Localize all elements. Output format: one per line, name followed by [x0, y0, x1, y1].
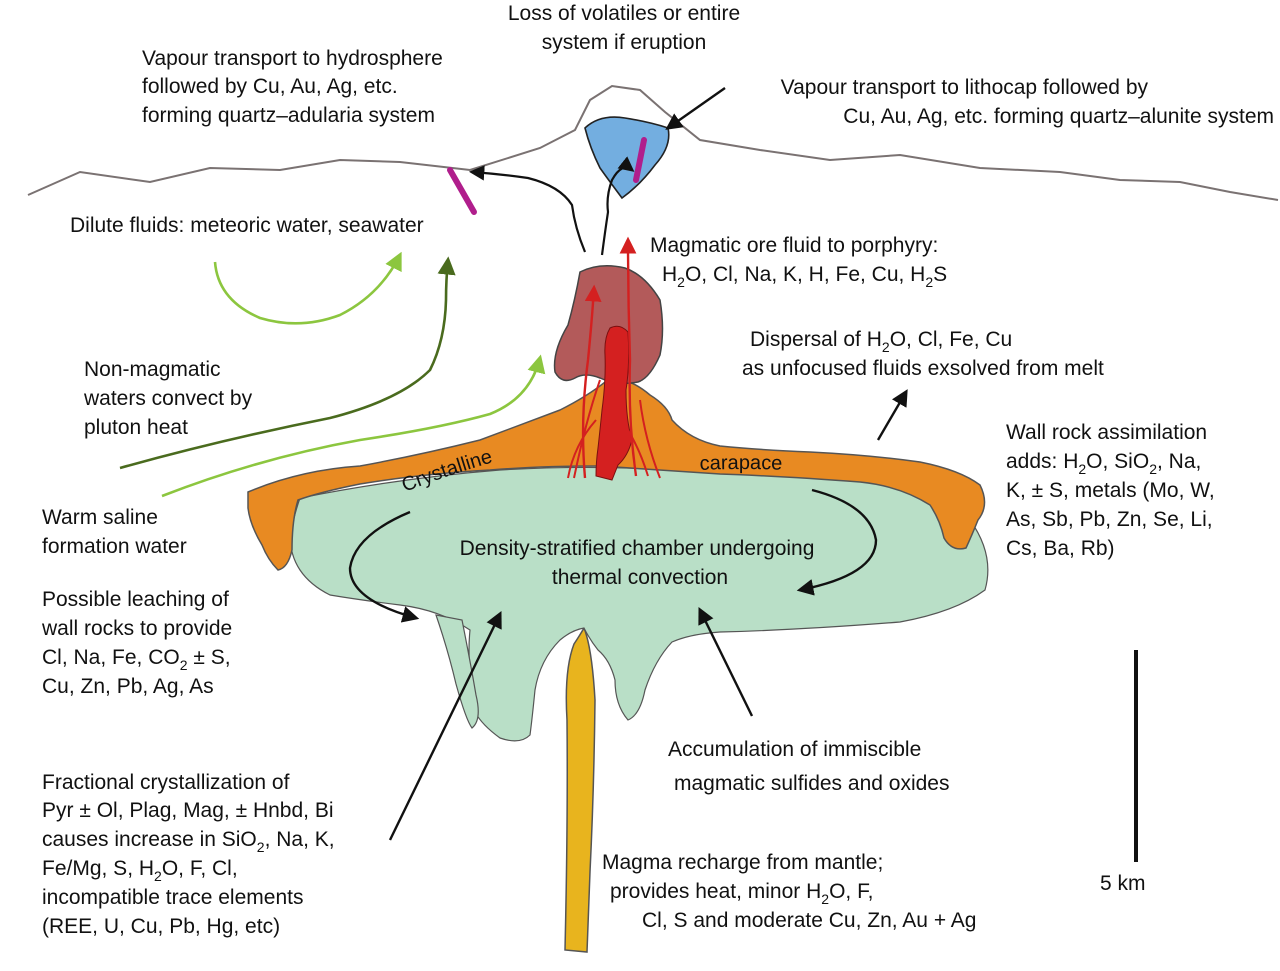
label-eruption-line1: Loss of volatiles or entire: [508, 2, 740, 25]
label-fractional-line3: causes increase in SiO2, Na, K,: [42, 828, 335, 855]
red-fluid-arrow-1: [581, 284, 602, 479]
vapour-arrow-lithocap: [600, 156, 635, 256]
label-recharge-line2: provides heat, minor H2O, F,: [610, 880, 873, 907]
label-hydro-line1: Vapour transport to hydrosphere: [142, 47, 443, 70]
label-nonmagmatic-line2: waters convect by: [83, 387, 253, 410]
label-fractional-line1: Fractional crystallization of: [42, 771, 290, 794]
convection-arrow-right: [796, 488, 878, 596]
red-fluid-line-6: [639, 399, 661, 479]
label-chamber-line2: thermal convection: [552, 566, 728, 589]
nonmagmatic-arrow-light: [161, 354, 546, 498]
red-fluid-line-5: [573, 379, 601, 479]
red-fluid-line-4: [627, 429, 649, 477]
label-magmatic-line2: H2O, Cl, Na, K, H, Fe, Cu, H2S: [662, 263, 947, 290]
magma-chamber-lobe: [435, 614, 479, 729]
label-wall-line4: As, Sb, Pb, Zn, Se, Li,: [1006, 508, 1213, 531]
eruption-pointer-arrow: [665, 87, 726, 130]
dispersal-arrow: [876, 389, 908, 441]
label-litho-line2: Cu, Au, Ag, etc. forming quartz–alunite …: [843, 105, 1274, 128]
label-chamber-line1: Density-stratified chamber undergoing: [460, 537, 815, 560]
label-accumulation-line2: magmatic sulfides and oxides: [674, 772, 949, 795]
label-nonmagmatic-line1: Non-magmatic: [84, 358, 221, 381]
label-leach-line2: wall rocks to provide: [41, 617, 232, 640]
label-hydro-line2: followed by Cu, Au, Ag, etc.: [142, 75, 398, 98]
label-nonmagmatic-line3: pluton heat: [84, 416, 188, 439]
red-fluid-arrow-2: [619, 236, 638, 477]
magma-chamber: [289, 466, 989, 742]
label-leach-line1: Possible leaching of: [42, 588, 229, 611]
ground-surface: [27, 84, 1279, 201]
accumulation-pointer-arrow: [698, 606, 754, 717]
label-accumulation-line1: Accumulation of immiscible: [668, 738, 921, 761]
label-fractional-line6: (REE, U, Cu, Pb, Hg, etc): [42, 915, 280, 938]
label-wall-line5: Cs, Ba, Rb): [1006, 537, 1115, 560]
label-dispersal-line1: Dispersal of H2O, Cl, Fe, Cu: [750, 328, 1012, 355]
label-warm-line1: Warm saline: [42, 506, 158, 529]
vapour-arrow-hydrosphere: [468, 165, 587, 253]
label-fractional-line2: Pyr ± Ol, Plag, Mag, ± Hnbd, Bi: [42, 799, 334, 822]
label-fractional-line4: Fe/Mg, S, H2O, F, Cl,: [42, 857, 238, 884]
label-wall-line2: adds: H2O, SiO2, Na,: [1006, 450, 1201, 477]
label-litho-line1: Vapour transport to lithocap followed by: [781, 76, 1149, 99]
label-carapace: carapace: [699, 452, 782, 475]
scale-label: 5 km: [1100, 872, 1146, 895]
label-warm-line2: formation water: [42, 535, 187, 558]
label-recharge-line1: Magma recharge from mantle;: [602, 851, 883, 874]
label-leach-line3: Cl, Na, Fe, CO2 ± S,: [42, 646, 231, 673]
label-wall-line1: Wall rock assimilation: [1006, 421, 1207, 444]
fractional-pointer-arrow: [388, 610, 502, 841]
label-dispersal-line2: as unfocused fluids exsolved from melt: [742, 357, 1104, 380]
convection-arrow-left: [348, 510, 420, 623]
vein-lithocap: [633, 137, 647, 183]
label-magmatic-line1: Magmatic ore fluid to porphyry:: [650, 234, 938, 257]
red-fluid-line-3: [567, 419, 597, 479]
red-dike: [595, 325, 633, 481]
magma-feeder: [564, 626, 596, 953]
nonmagmatic-arrow-dark: [119, 256, 456, 470]
label-leach-line4: Cu, Zn, Pb, Ag, As: [42, 675, 214, 698]
vein-hydrosphere: [447, 167, 477, 215]
label-wall-line3: K, ± S, metals (Mo, W,: [1006, 479, 1215, 502]
label-eruption-line2: system if eruption: [542, 31, 707, 54]
lithocap-body: [584, 116, 670, 200]
label-fractional-line5: incompatible trace elements: [42, 886, 303, 909]
dilute-fluid-arrow: [213, 251, 402, 325]
label-recharge-line3: Cl, S and moderate Cu, Zn, Au + Ag: [642, 909, 976, 932]
label-hydro-line3: forming quartz–adularia system: [142, 104, 435, 127]
label-dilute-fluids: Dilute fluids: meteoric water, seawater: [70, 214, 424, 237]
